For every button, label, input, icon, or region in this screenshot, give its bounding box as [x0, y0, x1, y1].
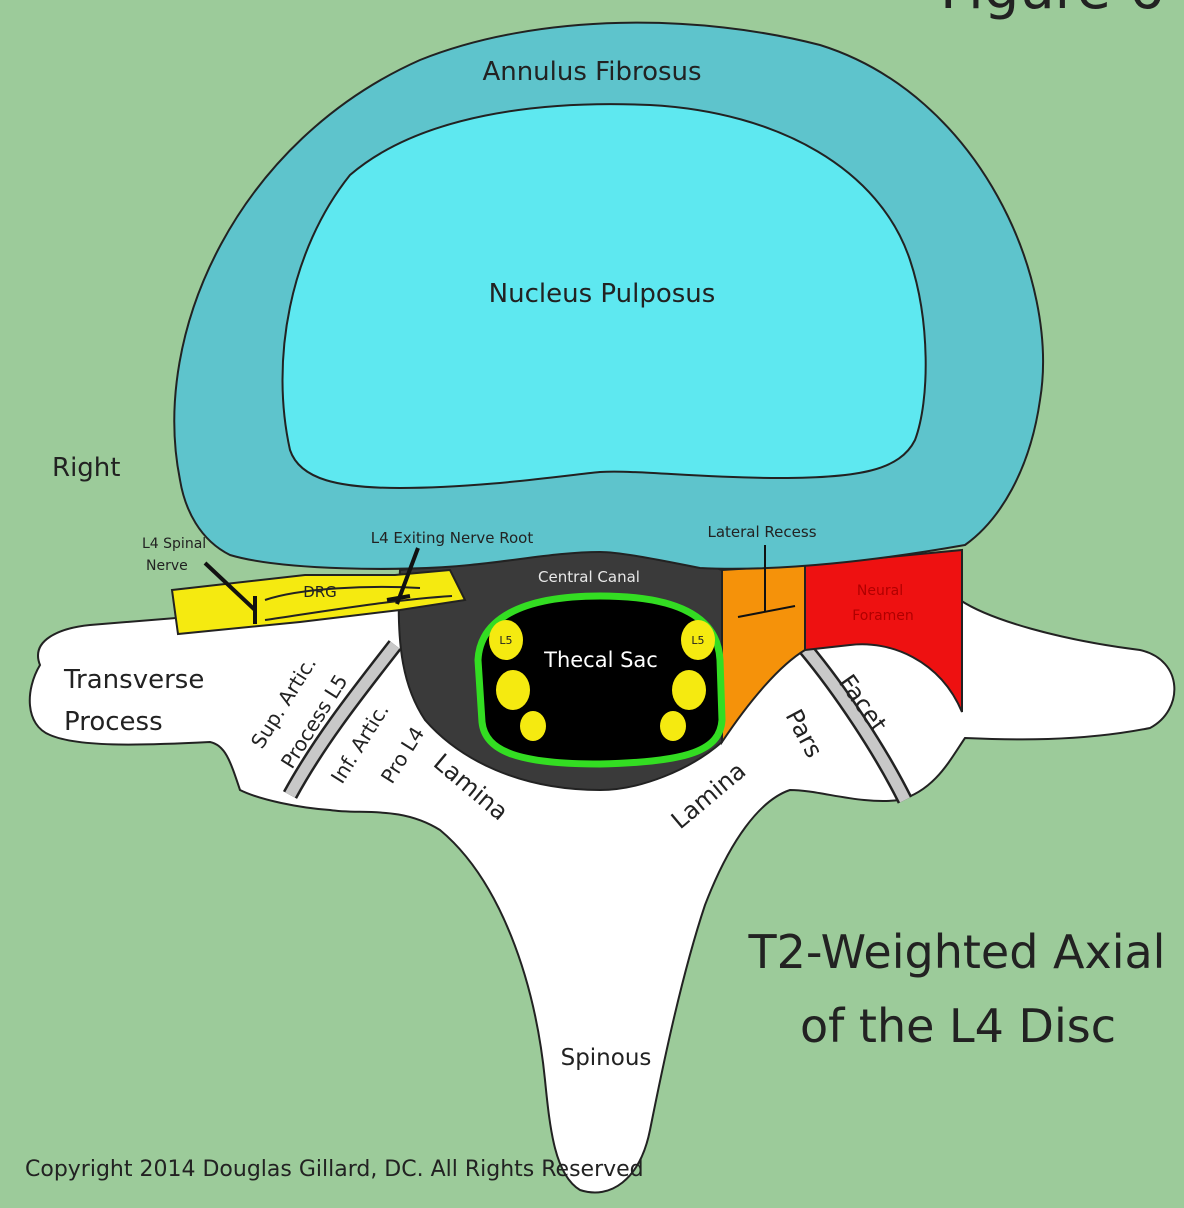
l5-right-label: L5: [691, 634, 704, 647]
l4-exiting-label: L4 Exiting Nerve Root: [371, 529, 534, 547]
l4-spinal-nerve-label-1: L4 Spinal: [142, 536, 206, 552]
transverse-label-2: Process: [64, 707, 163, 737]
annulus-label: Annulus Fibrosus: [482, 57, 701, 87]
title-line-1: T2-Weighted Axial: [748, 925, 1166, 979]
copyright: Copyright 2014 Douglas Gillard, DC. All …: [25, 1157, 644, 1182]
nucleus-label: Nucleus Pulposus: [489, 279, 716, 309]
right-label: Right: [52, 453, 120, 483]
sacral-root-right-1: [672, 670, 706, 710]
sacral-root-right-2: [660, 711, 686, 741]
figure-label: Figure 6: [940, 0, 1164, 22]
title-line-2: of the L4 Disc: [800, 999, 1116, 1053]
transverse-label-1: Transverse: [63, 665, 204, 695]
spinous-label: Spinous: [561, 1045, 652, 1071]
l4-spinal-nerve-label-2: Nerve: [146, 558, 188, 574]
neural-foramen-label-2: Foramen: [852, 608, 914, 624]
lateral-recess-label: Lateral Recess: [707, 523, 816, 541]
sacral-root-left-1: [496, 670, 530, 710]
l5-left-label: L5: [499, 634, 512, 647]
neural-foramen-label-1: Neural: [857, 583, 903, 599]
thecal-sac-label: Thecal Sac: [543, 648, 658, 672]
drg-label: DRG: [303, 583, 337, 601]
sacral-root-left-2: [520, 711, 546, 741]
central-canal-label: Central Canal: [538, 568, 640, 586]
